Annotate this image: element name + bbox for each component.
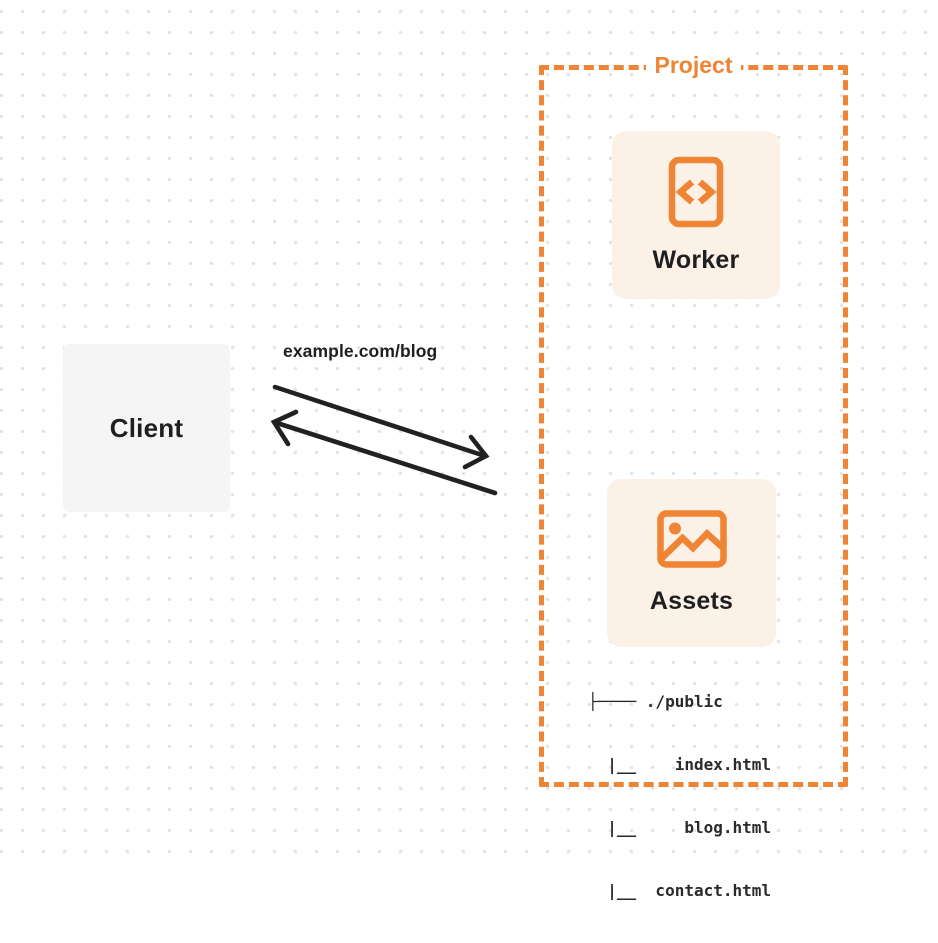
assets-label: Assets xyxy=(649,587,734,615)
file-tree-line: |__ contact.html xyxy=(588,881,772,900)
response-arrow xyxy=(270,409,498,496)
image-icon xyxy=(656,510,727,568)
file-tree-line: ├──── ./public xyxy=(588,692,723,711)
project-label: Project xyxy=(645,51,742,79)
dot-grid-background: Client example.com/blog Project xyxy=(0,0,938,900)
request-arrow xyxy=(272,384,490,470)
client-label: Client xyxy=(109,412,184,443)
file-tree-line: |__ blog.html xyxy=(588,818,772,837)
assets-node: Assets xyxy=(607,479,776,647)
client-node: Client xyxy=(63,344,230,512)
file-tree-line: |__ index.html xyxy=(588,755,772,774)
worker-node: Worker xyxy=(612,131,780,299)
request-url-label: example.com/blog xyxy=(283,341,438,361)
code-document-icon xyxy=(668,156,724,228)
project-container: Project Worker Assets xyxy=(539,51,848,900)
worker-label: Worker xyxy=(652,245,740,274)
assets-file-tree: ├──── ./public |__ index.html |__ blog.h… xyxy=(588,649,771,943)
